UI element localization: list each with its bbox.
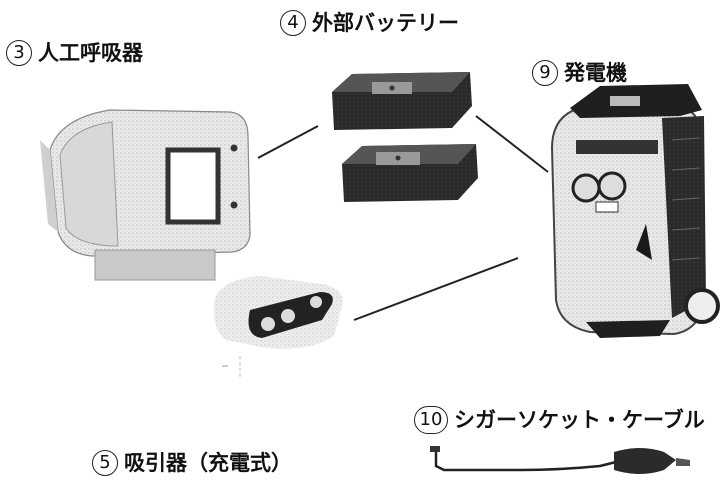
item-name: 吸引器（充電式）: [124, 450, 292, 475]
item-number-badge: 3: [6, 40, 32, 66]
label-generator: 9 発電機: [532, 60, 627, 86]
label-ventilator: 3 人工呼吸器: [6, 40, 143, 66]
item-name: 発電機: [564, 60, 627, 85]
label-suction-device: 5 吸引器（充電式）: [92, 450, 292, 476]
item-number-badge: 5: [92, 450, 118, 476]
item-number-badge: 10: [414, 406, 448, 434]
item-name: シガーソケット・ケーブル: [454, 407, 705, 432]
external-battery-image: [332, 72, 478, 202]
item-name: 人工呼吸器: [38, 40, 143, 65]
cigarette-socket-cable-image: [430, 446, 690, 474]
suction-device-image: [213, 276, 343, 380]
item-number-badge: 9: [532, 60, 558, 86]
label-cigarette-socket-cable: 10 シガーソケット・ケーブル: [414, 406, 705, 434]
generator-image: [550, 84, 720, 338]
ventilator-image: [40, 109, 251, 281]
label-external-battery: 4 外部バッテリー: [280, 10, 459, 36]
item-name: 外部バッテリー: [312, 10, 459, 35]
item-number-badge: 4: [280, 10, 306, 36]
connector-lines: [257, 115, 549, 321]
